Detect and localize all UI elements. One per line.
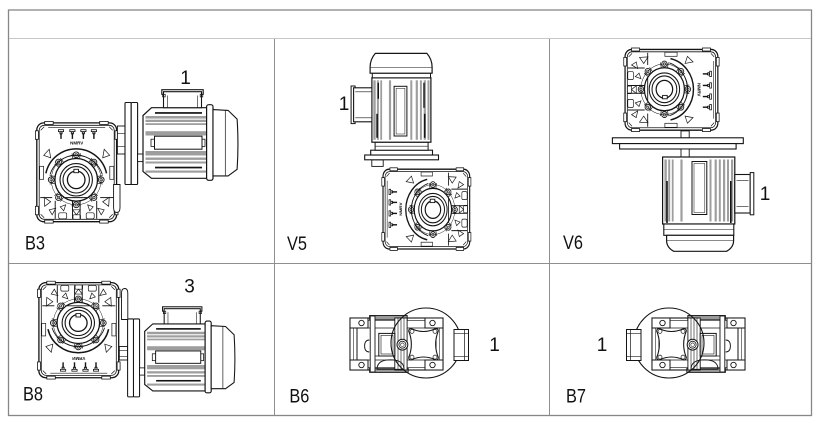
svg-text:1: 1 [760, 184, 771, 205]
svg-text:B6: B6 [289, 386, 309, 408]
svg-text:V6: V6 [563, 232, 583, 254]
svg-text:1: 1 [180, 68, 191, 89]
svg-text:1: 1 [597, 335, 608, 356]
svg-text:1: 1 [339, 94, 350, 115]
svg-text:1: 1 [489, 335, 500, 356]
svg-text:B7: B7 [566, 386, 586, 408]
svg-text:3: 3 [184, 277, 195, 298]
svg-text:B3: B3 [25, 232, 45, 254]
svg-text:B8: B8 [23, 384, 43, 406]
svg-text:V5: V5 [287, 233, 307, 255]
